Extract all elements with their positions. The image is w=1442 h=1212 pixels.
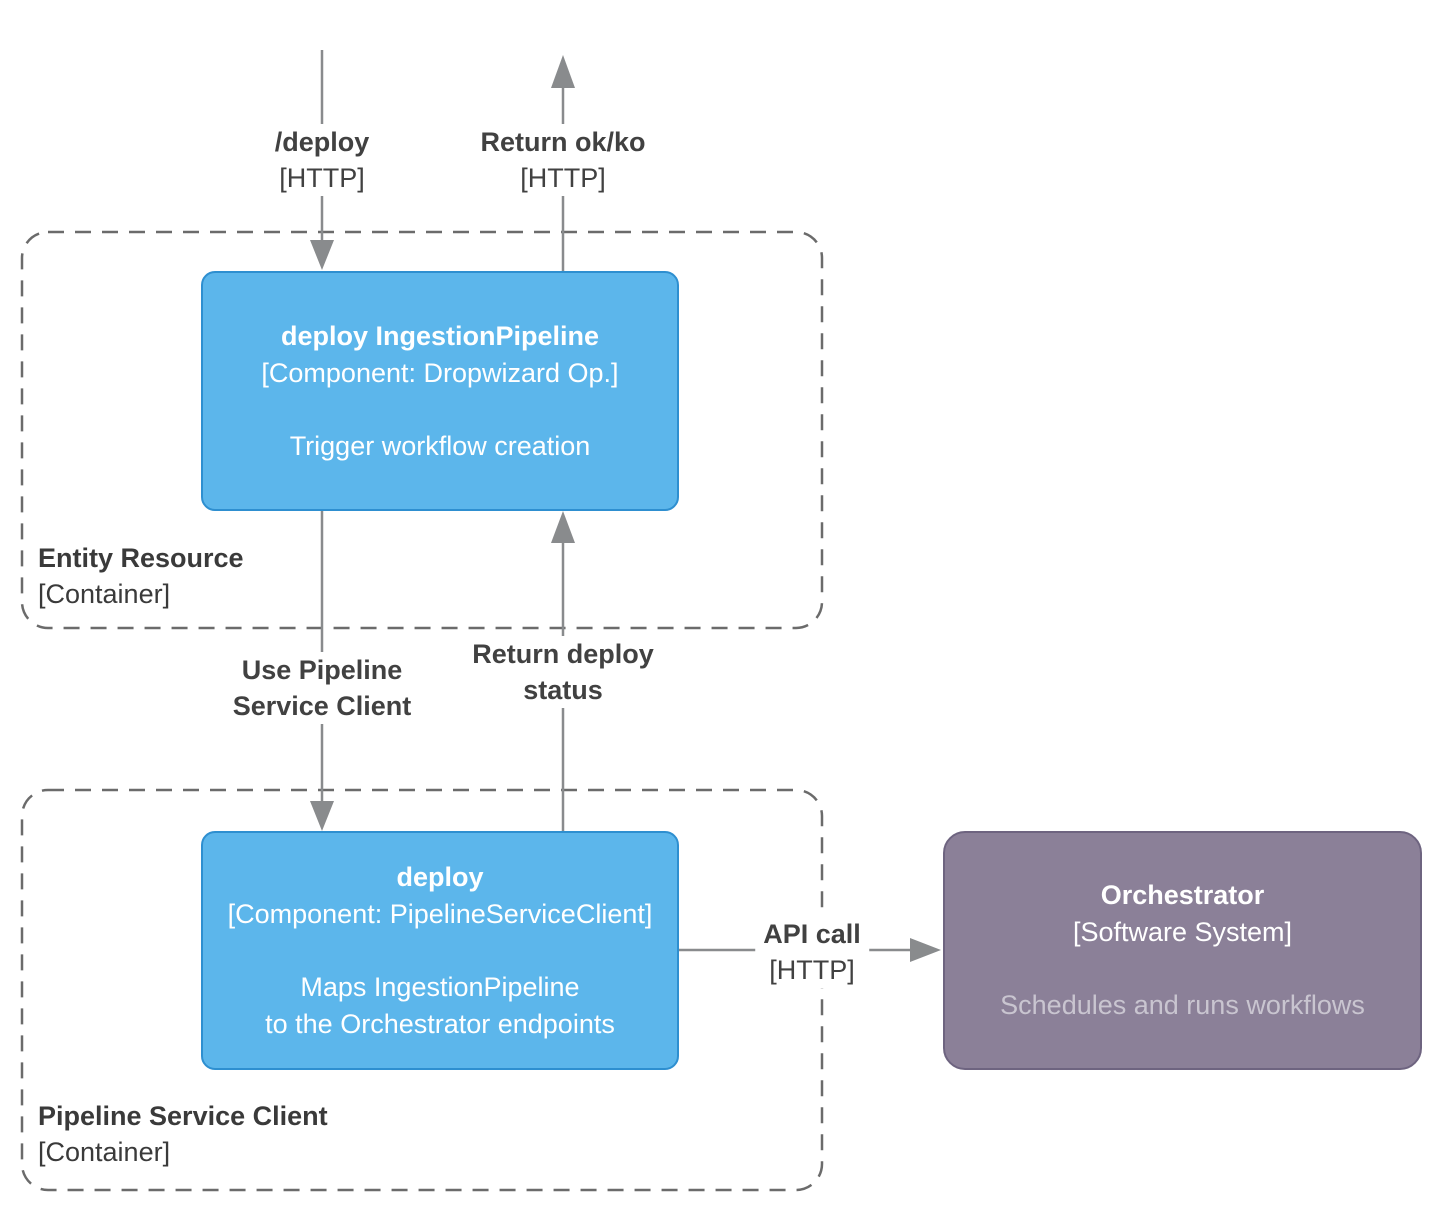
edge-tech: [HTTP] xyxy=(520,163,606,193)
use-pipeline-service-client-arrowhead xyxy=(310,801,334,831)
external-system-orchestrator: Orchestrator [Software System] Schedules… xyxy=(943,831,1422,1070)
container-type: [Container] xyxy=(38,1137,171,1167)
component-description: Trigger workflow creation xyxy=(289,430,591,461)
container-type: [Container] xyxy=(38,579,171,609)
edge-label-return-ok-ko: Return ok/ko [HTTP] xyxy=(472,124,654,196)
edge-name: Return ok/ko xyxy=(480,127,646,157)
return-deploy-status-arrowhead xyxy=(551,511,575,543)
component-title: deploy xyxy=(396,861,484,892)
system-description: Schedules and runs workflows xyxy=(1000,990,1365,1020)
edge-name: Return deploy status xyxy=(472,639,654,705)
edge-name: /deploy xyxy=(274,127,370,157)
edge-label-use-pipeline-service-client: Use Pipeline Service Client xyxy=(224,652,420,724)
container-name: Entity Resource xyxy=(38,543,244,573)
edge-name: Use Pipeline Service Client xyxy=(232,655,412,721)
edge-name: API call xyxy=(763,919,861,949)
edge-label-deploy-request: /deploy [HTTP] xyxy=(266,124,378,196)
api-call-arrowhead xyxy=(910,938,941,962)
component-title: deploy IngestionPipeline xyxy=(280,320,600,351)
edge-label-return-deploy-status: Return deploy status xyxy=(464,636,662,708)
edge-tech: [HTTP] xyxy=(769,955,855,985)
component-description: Maps IngestionPipeline to the Orchestrat… xyxy=(265,971,615,1039)
container-label-pipeline-service-client: Pipeline Service Client [Container] xyxy=(38,1098,328,1170)
system-meta: [Software System] xyxy=(1072,917,1293,947)
component-meta: [Component: PipelineServiceClient] xyxy=(227,898,653,929)
edge-tech: [HTTP] xyxy=(279,163,365,193)
entity-resource-container-border xyxy=(20,230,824,630)
edge-label-api-call: API call [HTTP] xyxy=(755,916,869,988)
component-meta: [Component: Dropwizard Op.] xyxy=(261,357,619,388)
container-label-entity-resource: Entity Resource [Container] xyxy=(38,540,244,612)
return-ok-ko-arrowhead xyxy=(551,55,575,88)
deploy-request-arrowhead xyxy=(310,240,334,270)
system-title: Orchestrator xyxy=(1100,880,1265,910)
component-deploy: deploy [Component: PipelineServiceClient… xyxy=(201,831,679,1070)
component-deploy-ingestion-pipeline: deploy IngestionPipeline [Component: Dro… xyxy=(201,271,679,511)
pipeline-service-client-container-border xyxy=(20,788,824,1192)
container-name: Pipeline Service Client xyxy=(38,1101,328,1131)
